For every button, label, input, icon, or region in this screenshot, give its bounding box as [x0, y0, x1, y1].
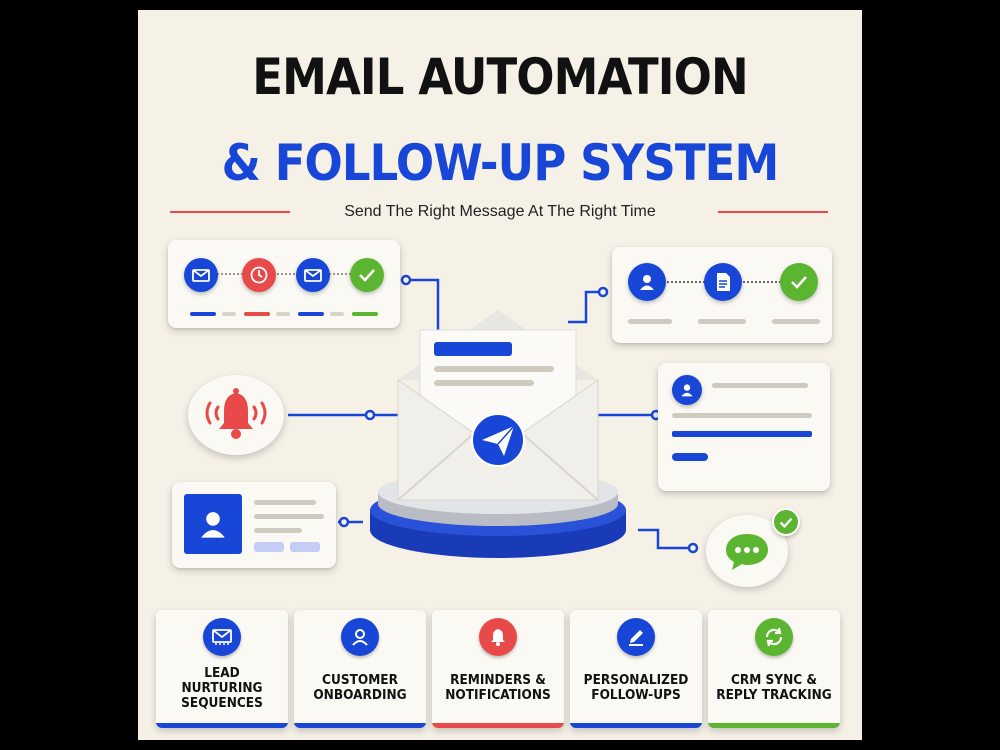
tagline-divider-left	[170, 211, 290, 213]
check-icon	[350, 258, 384, 292]
tagline: Send The Right Message At The Right Time	[344, 203, 656, 220]
title-line-2: & FOLLOW-UP SYSTEM	[221, 134, 780, 192]
feature-card-crm-sync: CRM SYNC & REPLY TRACKING	[708, 610, 840, 728]
clock-icon	[242, 258, 276, 292]
bell-icon	[479, 618, 517, 656]
title-line-1: EMAIL AUTOMATION	[252, 48, 748, 106]
central-envelope	[370, 310, 626, 558]
check-icon	[772, 508, 800, 536]
feature-label: PERSONALIZED FOLLOW-UPS	[583, 672, 689, 703]
user-icon	[201, 512, 225, 538]
sequence-card	[168, 240, 400, 328]
feature-label: CUSTOMER ONBOARDING	[313, 672, 407, 703]
feature-label: LEAD NURTURING SEQUENCES	[181, 664, 263, 711]
user-icon	[672, 375, 702, 405]
infographic-poster: EMAIL AUTOMATION & FOLLOW-UP SYSTEM Send…	[138, 10, 862, 740]
feature-label: CRM SYNC & REPLY TRACKING	[716, 672, 832, 703]
feature-card-personalized: PERSONALIZED FOLLOW-UPS	[570, 610, 702, 728]
check-icon	[780, 263, 818, 301]
chat-reply-badge	[706, 515, 788, 587]
bell-icon	[205, 388, 267, 439]
pencil-icon	[617, 618, 655, 656]
email-icon	[184, 258, 218, 292]
contact-card	[172, 482, 336, 568]
feature-label: REMINDERS & NOTIFICATIONS	[445, 672, 551, 703]
user-icon	[628, 263, 666, 301]
message-card	[658, 363, 830, 491]
feature-card-lead-nurturing: LEAD NURTURING SEQUENCES	[156, 610, 288, 728]
email-icon	[296, 258, 330, 292]
bell-notification-badge	[188, 375, 284, 455]
feature-card-customer-onboarding: CUSTOMER ONBOARDING	[294, 610, 426, 728]
email-icon	[203, 618, 241, 656]
user-icon	[341, 618, 379, 656]
tagline-divider-right	[718, 211, 828, 213]
feature-card-reminders: REMINDERS & NOTIFICATIONS	[432, 610, 564, 728]
workflow-card	[612, 247, 832, 343]
avatar	[184, 494, 242, 554]
sync-icon	[755, 618, 793, 656]
chat-bubble-icon	[726, 534, 768, 570]
document-icon	[704, 263, 742, 301]
